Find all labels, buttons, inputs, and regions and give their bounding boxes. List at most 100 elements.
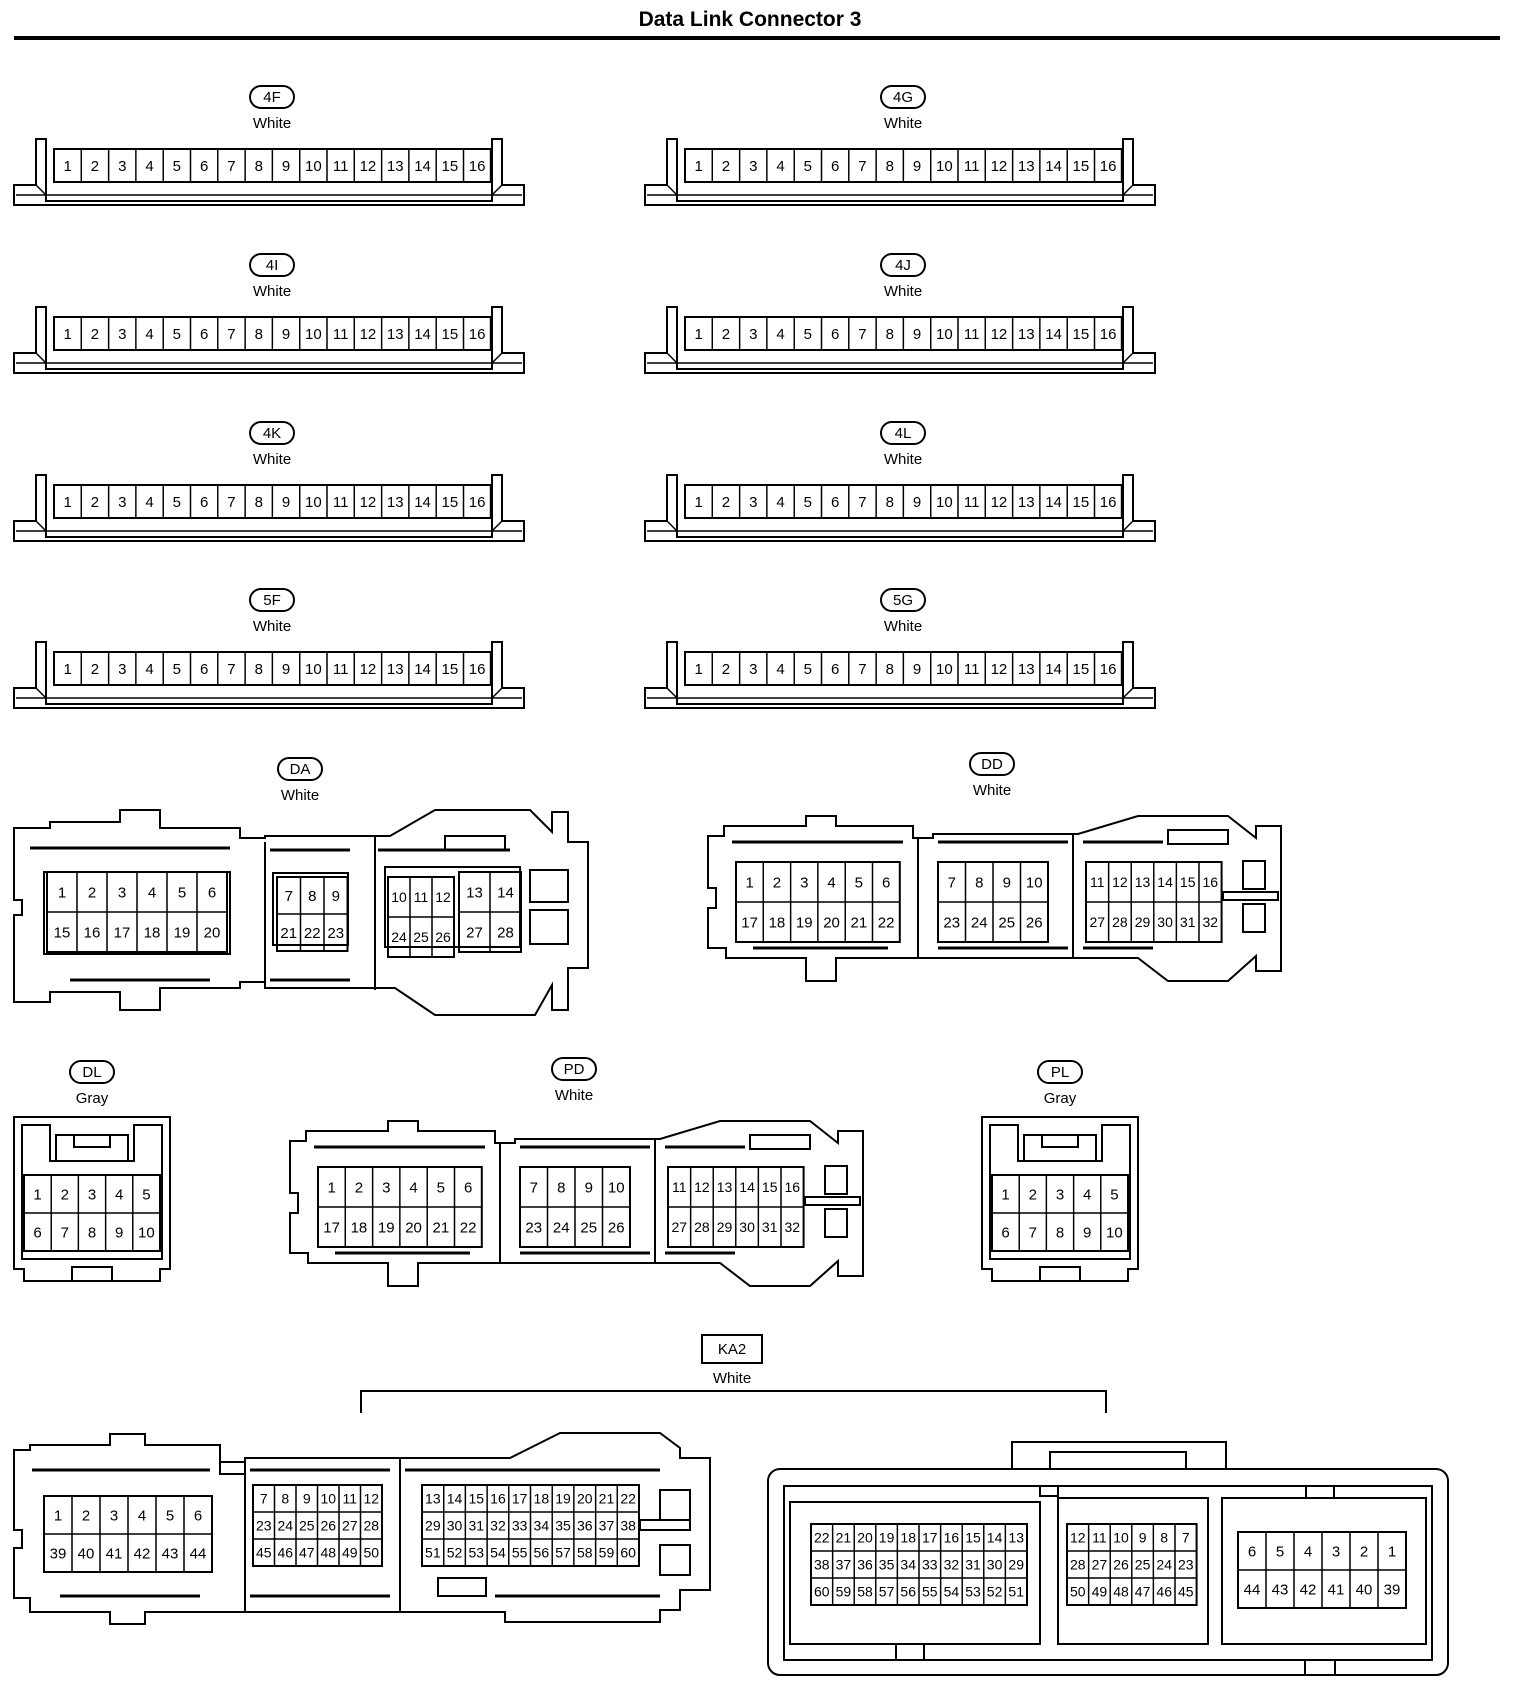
pin-number: 11 [1090,874,1105,890]
pin-number: 14 [414,494,431,511]
pin-number: 10 [936,326,953,343]
pin-number: 10 [305,661,322,678]
connector-color: White [884,283,922,300]
pin-number: 16 [1203,874,1219,890]
connector-code-pill [1037,1060,1083,1084]
pin-number: 9 [913,494,921,511]
pin-number: 3 [118,661,126,678]
connector-code: 5F [263,592,281,609]
pin-number: 19 [879,1530,895,1546]
pin-number: 8 [255,326,263,343]
housing-notch [895,1643,925,1661]
pin-number: 3 [118,494,126,511]
pin-number: 3 [1056,1186,1064,1203]
pin-number: 17 [512,1491,528,1507]
pin-number: 8 [255,494,263,511]
pin-number: 30 [987,1557,1003,1573]
pin-number: 46 [1156,1584,1172,1600]
pin-number: 2 [722,158,730,175]
pin-cell [1093,484,1123,519]
pin-number: 6 [882,874,890,891]
connector-code: PL [1051,1064,1069,1081]
strip-housing [13,306,525,374]
latch-tab [1041,1134,1079,1148]
pin-number: 44 [1244,1581,1261,1598]
pin-number: 10 [320,1491,336,1507]
pin-cell [431,916,455,958]
pin-number: 22 [304,925,321,942]
pin-number: 14 [739,1179,755,1195]
pin-number: 3 [749,661,757,678]
pin-number: 27 [342,1518,358,1534]
pin-number: 12 [694,1179,710,1195]
pin-cell [132,1212,161,1252]
pin-number: 12 [991,158,1008,175]
connector-code-pill [880,85,926,109]
pin-number: 20 [577,1491,593,1507]
pin-number: 36 [857,1557,873,1573]
pin-number: 50 [363,1545,379,1561]
pin-number: 30 [1157,914,1173,930]
pin-number: 25 [580,1219,597,1236]
pin-number: 1 [54,1507,62,1524]
pin-cell [1377,1569,1407,1609]
pin-number: 9 [1139,1530,1147,1546]
pin-number: 32 [1203,914,1219,930]
pin-number: 3 [749,326,757,343]
pin-number: 19 [796,914,813,931]
pin-number: 6 [831,158,839,175]
pin-number: 1 [694,158,702,175]
title-rule [14,36,1500,40]
pin-number: 8 [255,158,263,175]
pin-number: 16 [490,1491,506,1507]
bottom-key [71,1266,113,1282]
pin-number: 31 [1180,914,1196,930]
ka2-right-cavity-2 [1057,1497,1209,1645]
pin-number: 26 [608,1219,625,1236]
pin-number: 13 [1008,1530,1024,1546]
pin-number: 57 [879,1584,895,1600]
pin-number: 8 [1056,1224,1064,1241]
pin-cell [462,148,492,183]
pin-number: 10 [138,1224,155,1241]
pin-cell [323,913,349,952]
pin-number: 29 [1135,914,1151,930]
pin-number: 9 [585,1179,593,1196]
pin-cell [616,1538,640,1567]
housing-notch [1304,1659,1336,1676]
pin-number: 4 [776,661,784,678]
pin-number: 20 [823,914,840,931]
pin-number: 19 [555,1491,571,1507]
strip-housing [13,138,525,206]
pin-number: 6 [831,326,839,343]
pin-number: 5 [804,494,812,511]
pin-number: 26 [1113,1557,1129,1573]
pin-number: 8 [255,661,263,678]
pin-number: 3 [118,158,126,175]
pin-number: 19 [378,1219,395,1236]
ka2-right-inner [783,1485,1433,1661]
pin-number: 47 [299,1545,315,1561]
pin-number: 21 [433,1219,450,1236]
pin-cell [1004,1577,1028,1606]
pin-number: 1 [694,494,702,511]
housing-inner [21,1124,163,1260]
pin-number: 44 [190,1545,207,1562]
pin-number: 11 [414,889,429,905]
pin-number: 3 [118,884,126,901]
pin-number: 9 [913,326,921,343]
pin-number: 5 [142,1186,150,1203]
connector-color: White [555,1087,593,1104]
pin-number: 7 [858,326,866,343]
pin-number: 6 [1001,1224,1009,1241]
strip-housing [644,306,1156,374]
